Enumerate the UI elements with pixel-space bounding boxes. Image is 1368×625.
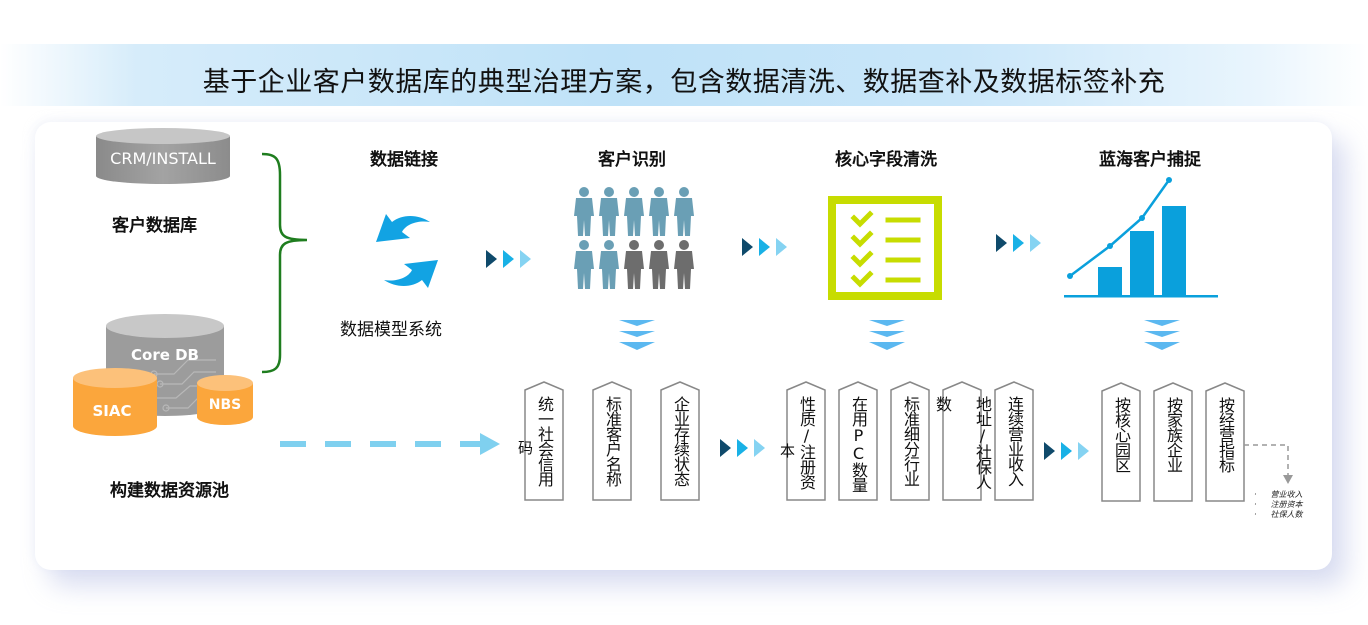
checklist-icon: [828, 196, 942, 300]
person-icon: [599, 240, 619, 289]
field-tag-label: 统一社会信用: [535, 396, 554, 486]
indicator-item: · 营业收入: [1254, 490, 1303, 500]
growth-chart-icon: [1064, 177, 1218, 298]
person-icon: [599, 187, 619, 236]
dashed-flow-arrow: [280, 433, 500, 455]
flow-arrows-2: [742, 238, 787, 256]
field-tag-label: 地址/社保人数: [933, 396, 992, 489]
flow-arrows-1: [486, 250, 531, 268]
person-icon: [624, 240, 644, 289]
down-chevrons-2: [869, 320, 905, 350]
field-tag: 地址/社保人数: [933, 380, 992, 502]
core-db-label: Core DB: [131, 346, 199, 364]
person-icon: [574, 187, 594, 236]
customer-db-label: 客户数据库: [112, 216, 197, 236]
flow-arrows-4: [720, 439, 765, 457]
field-tag-label: 按经营指标: [1216, 397, 1235, 472]
overflow-char-2: 本: [780, 442, 796, 460]
siac-label: SIAC: [92, 402, 132, 420]
field-tag-label: 按核心园区: [1112, 397, 1131, 472]
nbs-label: NBS: [208, 397, 242, 413]
field-tag: 连续营业收入: [994, 380, 1034, 502]
field-tag: 性质/注册资: [786, 380, 826, 502]
stage-title-blue-ocean: 蓝海客户捕捉: [1099, 150, 1201, 170]
field-tag: 按核心园区: [1101, 381, 1141, 503]
crm-database-icon: CRM/INSTALL: [96, 128, 230, 184]
title-banner: [0, 44, 1368, 106]
bullet-dot: ·: [1254, 500, 1257, 509]
indicator-label: 注册资本: [1270, 500, 1303, 509]
stage-title-field-clean: 核心字段清洗: [835, 150, 937, 170]
field-tag: 标准客户名称: [592, 380, 632, 502]
flow-arrows-3: [996, 234, 1041, 252]
people-group-icon: [574, 187, 694, 289]
field-tag-label: 企业存续状态: [671, 396, 690, 486]
nbs-db-icon: [197, 375, 253, 425]
person-icon: [674, 240, 694, 289]
crm-db-label: CRM/INSTALL: [110, 149, 216, 168]
indicator-label: 社保人数: [1270, 510, 1303, 519]
bullet-dot: ·: [1254, 510, 1257, 519]
sync-arrows-icon: [376, 214, 438, 288]
field-tag: 标准细分行业: [890, 380, 930, 502]
siac-db-icon: [73, 368, 157, 436]
down-chevrons-1: [619, 320, 655, 350]
indicator-item: · 注册资本: [1254, 500, 1303, 510]
indicator-list: · 营业收入 · 注册资本 · 社保人数: [1254, 490, 1303, 520]
person-icon: [649, 187, 669, 236]
person-icon: [649, 240, 669, 289]
stage-title-customer-id: 客户识别: [598, 150, 666, 170]
bullet-dot: ·: [1254, 490, 1257, 499]
field-tag: 统一社会信用: [524, 380, 564, 502]
field-tag: 按家族企业: [1153, 381, 1193, 503]
person-icon: [674, 187, 694, 236]
field-tag-label: 标准客户名称: [603, 396, 622, 486]
indicator-label: 营业收入: [1270, 490, 1303, 499]
brace-connector: [261, 152, 308, 374]
field-tag-label: 按家族企业: [1164, 397, 1183, 472]
down-chevrons-3: [1144, 320, 1180, 350]
overflow-char-1: 码: [518, 439, 534, 457]
field-tag: 按经营指标: [1205, 381, 1245, 503]
field-tag-label: 在用PC数量: [849, 396, 868, 492]
stage-subtitle-model-system: 数据模型系统: [340, 320, 442, 340]
indicator-connector: [1244, 444, 1293, 484]
stage-title-data-link: 数据链接: [370, 150, 438, 170]
field-tag-label: 连续营业收入: [1005, 396, 1024, 486]
person-icon: [624, 187, 644, 236]
flow-arrows-5: [1044, 442, 1089, 460]
indicator-item: · 社保人数: [1254, 510, 1303, 520]
person-icon: [574, 240, 594, 289]
field-tag: 在用PC数量: [838, 380, 878, 502]
data-pool-label: 构建数据资源池: [110, 481, 229, 501]
page-title: 基于企业客户数据库的典型治理方案，包含数据清洗、数据查补及数据标签补充: [202, 67, 1166, 98]
field-tag: 企业存续状态: [660, 380, 700, 502]
field-tag-label: 性质/注册资: [797, 396, 816, 489]
field-tag-label: 标准细分行业: [901, 396, 920, 486]
